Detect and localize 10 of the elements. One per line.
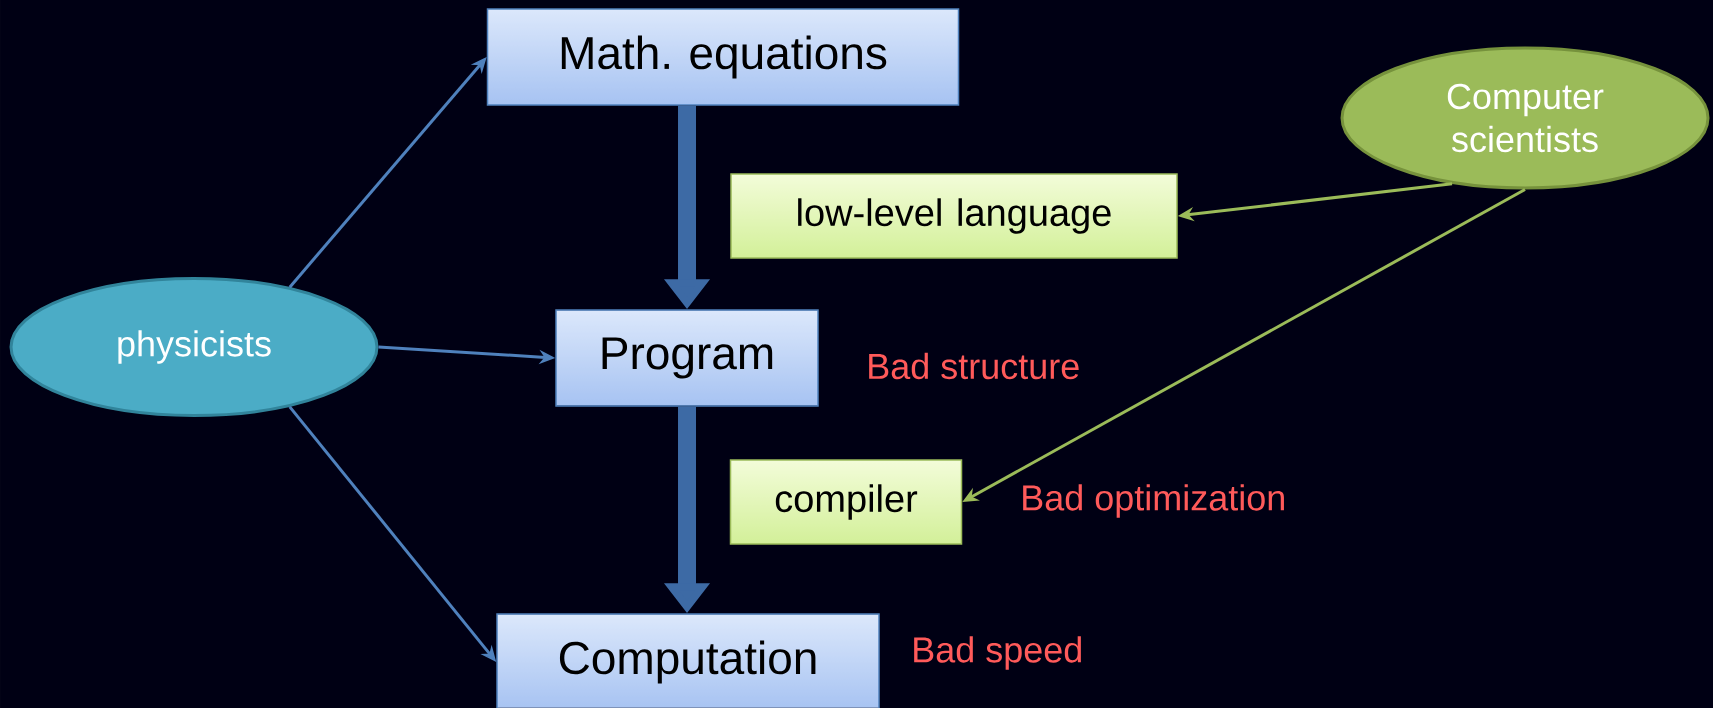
process-box: compiler [729,459,963,545]
annotation-text: Bad optimization [1023,484,1284,518]
annotation-text: Bad structure [869,352,1079,380]
process-box: Program [555,309,819,407]
process-box: low-level language [730,173,1178,259]
ellipse-node: Computer scientists [1340,46,1710,190]
process-box: Math. equations [486,8,960,106]
ellipse-node: physicists [9,277,379,417]
annotation-text: Bad speed [914,636,1081,670]
process-box: Computation [496,613,880,708]
